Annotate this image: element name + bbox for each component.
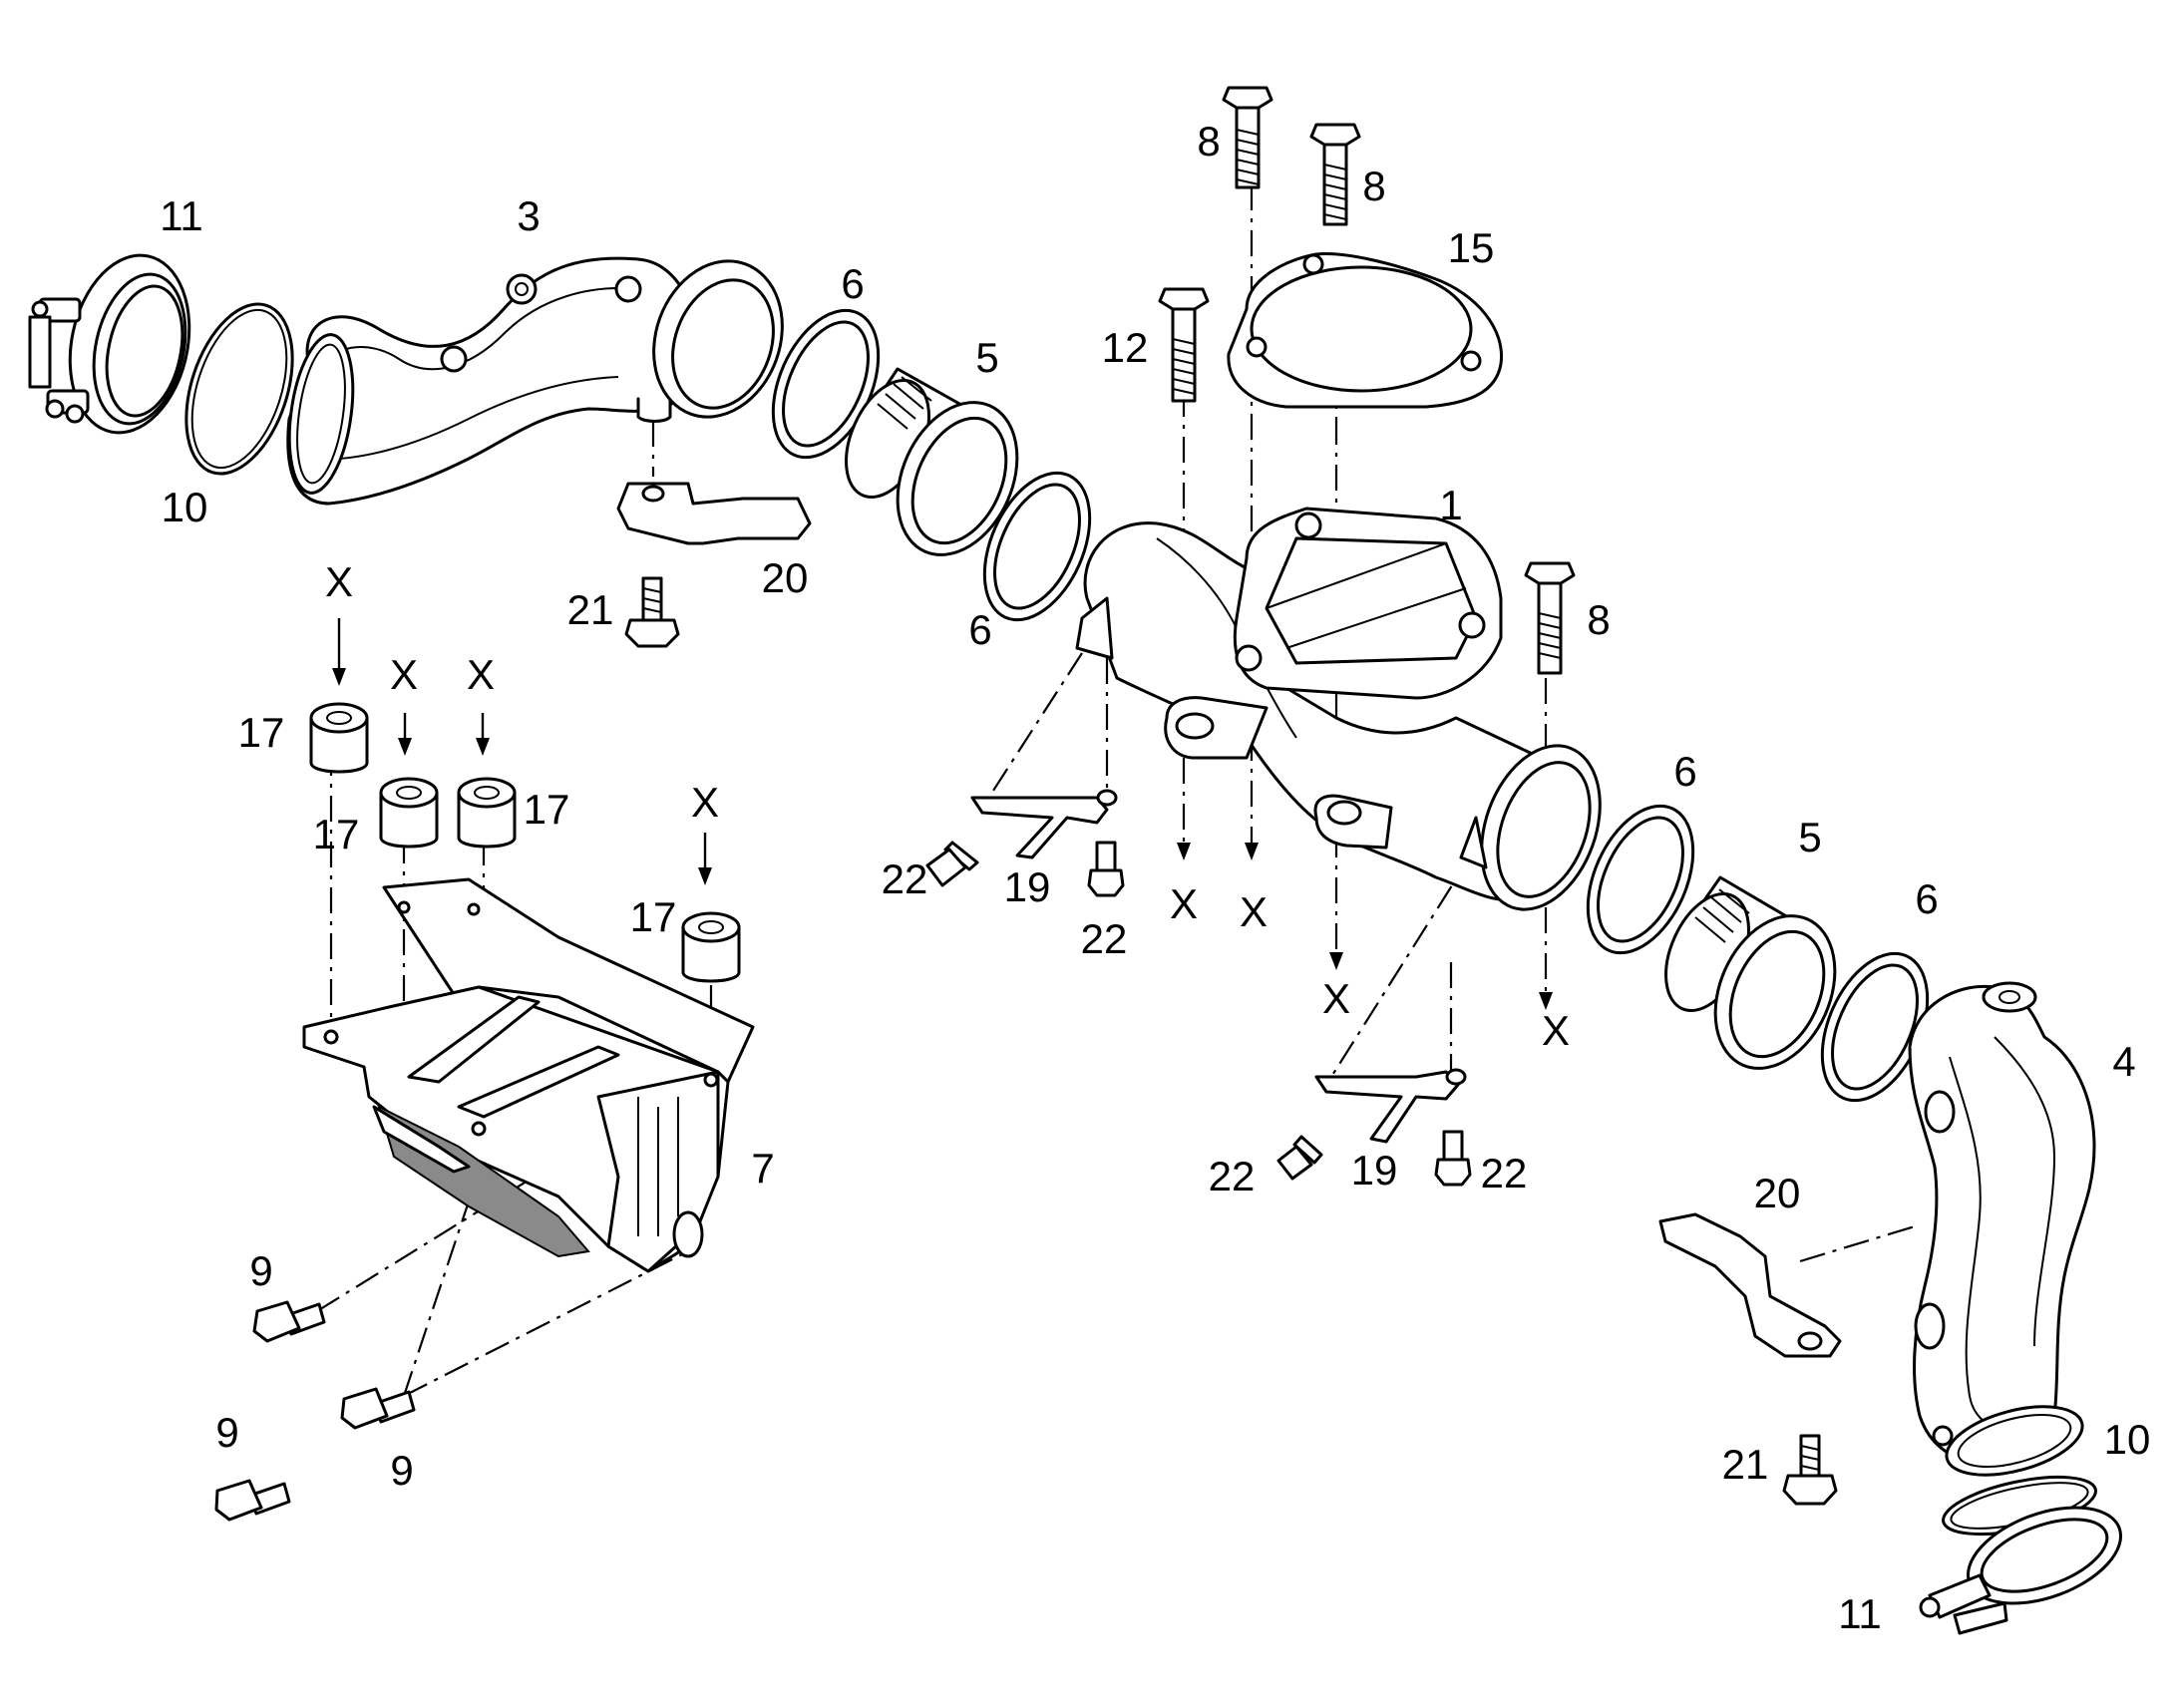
v-band-clamp-lower: [1919, 1506, 2123, 1635]
label-part-21: 21: [567, 586, 614, 633]
label-part-17: 17: [524, 786, 570, 833]
label-x: X: [1240, 888, 1268, 935]
label-x: X: [325, 558, 353, 605]
screw-21-upper: [624, 576, 680, 648]
label-part-3: 3: [517, 192, 540, 239]
bolt-8a: [1222, 86, 1273, 189]
screw-9a: [252, 1300, 326, 1343]
hose-connector-5a: [845, 367, 1019, 556]
spacer-17c: [457, 777, 517, 849]
flange-gasket: [1227, 252, 1504, 409]
intake-pipe-upper: [286, 256, 784, 506]
bolt-12: [1158, 287, 1210, 403]
bracket-20-lower: [1658, 1212, 1842, 1358]
label-part-20: 20: [762, 554, 809, 601]
label-x: X: [1170, 880, 1198, 927]
label-part-21: 21: [1722, 1441, 1769, 1488]
hose-connector-5b: [1664, 875, 1837, 1070]
v-band-clamp-upper: [28, 253, 191, 435]
x-arrow: [1329, 952, 1343, 970]
label-part-8: 8: [1197, 118, 1220, 165]
x-arrow: [698, 833, 712, 885]
intake-pipe-lower: [1908, 981, 2096, 1477]
screw-9b: [340, 1387, 416, 1430]
o-ring-6a: [771, 308, 881, 460]
label-x: X: [390, 651, 418, 698]
label-part-12: 12: [1102, 324, 1149, 371]
seal-ring-upper: [184, 302, 294, 476]
label-part-22: 22: [1081, 915, 1128, 962]
label-part-9: 9: [215, 1409, 238, 1456]
o-ring-6b: [982, 471, 1092, 622]
label-part-8: 8: [1362, 163, 1385, 209]
label-part-6: 6: [1673, 748, 1696, 795]
o-ring-6c: [1586, 804, 1695, 955]
spacer-17d: [681, 911, 741, 983]
label-part-9: 9: [249, 1247, 272, 1294]
spacer-17b: [379, 777, 439, 849]
x-arrow: [332, 618, 346, 686]
screw-22-right-a: [1276, 1135, 1323, 1181]
mounting-bracket: [302, 877, 755, 1273]
x-arrow: [398, 713, 412, 756]
label-part-17: 17: [630, 893, 677, 940]
screw-22-left-a: [925, 841, 979, 887]
screw-22-right-b: [1434, 1130, 1472, 1187]
x-arrows: [332, 618, 1553, 1010]
bracket-19-right: [1314, 1068, 1467, 1144]
bracket-19-left: [970, 789, 1118, 859]
label-x: X: [467, 651, 495, 698]
callout-labels: 11 10 3 6 5 20 21 6 8 8 15 12 1 8 6 5 6 …: [160, 118, 2150, 1637]
label-part-1: 1: [1439, 482, 1462, 528]
intake-manifold: [1075, 507, 1602, 911]
label-part-6: 6: [841, 260, 864, 307]
label-part-5: 5: [975, 334, 998, 381]
o-ring-6d: [1820, 951, 1930, 1103]
x-arrow: [1177, 843, 1191, 860]
label-part-17: 17: [238, 709, 285, 756]
label-part-20: 20: [1754, 1170, 1801, 1216]
label-part-11: 11: [1838, 1590, 1882, 1637]
label-part-22: 22: [882, 855, 928, 902]
label-part-5: 5: [1798, 814, 1821, 860]
label-part-15: 15: [1448, 224, 1495, 271]
spacer-17a: [309, 702, 369, 774]
screw-9c: [214, 1479, 291, 1522]
label-part-6: 6: [968, 606, 991, 653]
label-part-22: 22: [1209, 1153, 1256, 1199]
screw-22-left-b: [1087, 841, 1125, 897]
label-part-10: 10: [2104, 1416, 2151, 1463]
label-part-6: 6: [1915, 875, 1938, 922]
label-part-4: 4: [2112, 1038, 2135, 1085]
label-part-10: 10: [162, 484, 208, 530]
label-part-19: 19: [1351, 1147, 1398, 1194]
x-arrow: [476, 713, 490, 756]
bolt-8b: [1309, 123, 1361, 226]
label-part-7: 7: [751, 1145, 774, 1192]
label-part-8: 8: [1587, 596, 1610, 643]
label-part-19: 19: [1004, 863, 1051, 910]
screw-21-lower: [1782, 1434, 1838, 1506]
label-part-22: 22: [1481, 1150, 1528, 1196]
label-x: X: [1322, 975, 1350, 1022]
x-arrow: [1245, 843, 1259, 860]
label-part-17: 17: [313, 811, 360, 857]
label-part-11: 11: [160, 192, 203, 239]
label-part-9: 9: [390, 1447, 413, 1494]
bolt-8c: [1524, 561, 1576, 675]
label-x: X: [1542, 1007, 1570, 1054]
x-arrow: [1539, 992, 1553, 1010]
bracket-20-upper: [616, 482, 812, 545]
label-x: X: [691, 779, 719, 826]
